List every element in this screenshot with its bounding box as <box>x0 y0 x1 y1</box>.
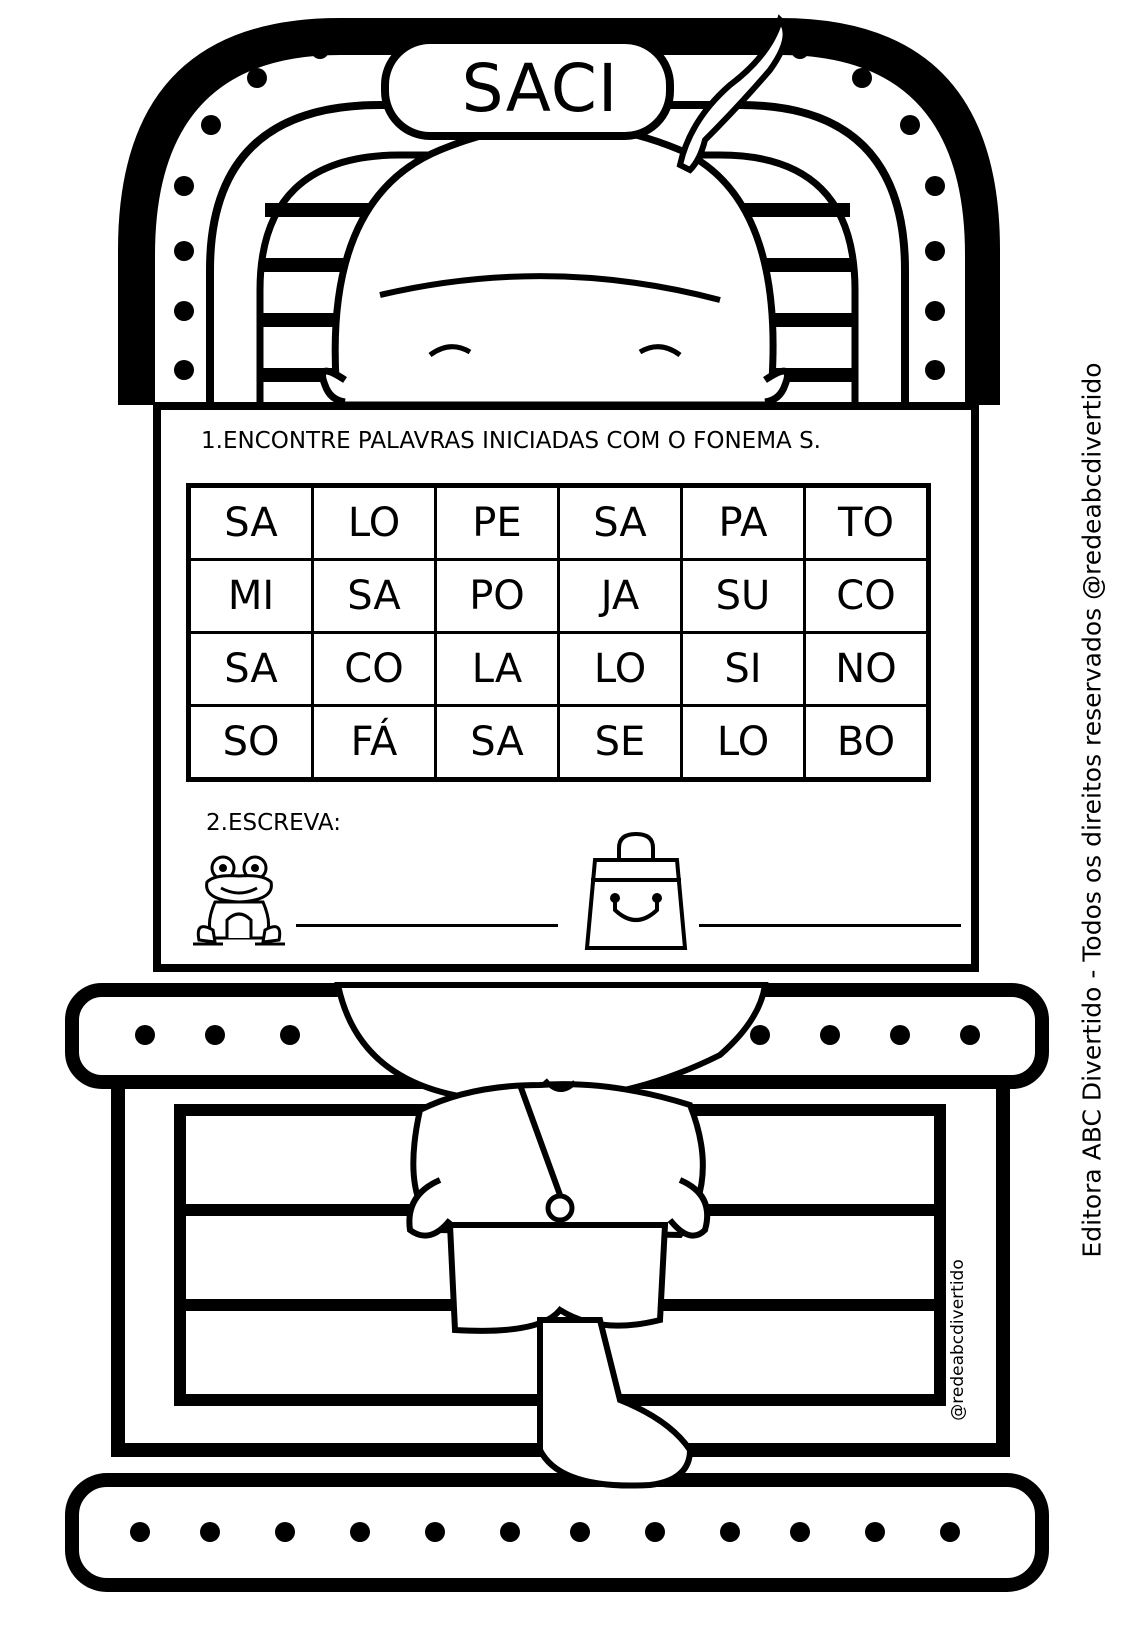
grid-cell[interactable]: PE <box>434 484 560 561</box>
syllable-grid: SA LO PE SA PA TO MI SA PO JA SU CO SA C… <box>186 483 931 782</box>
grid-cell[interactable]: SA <box>187 631 314 707</box>
saci-cap-tail <box>676 14 789 174</box>
grid-cell[interactable]: LO <box>557 631 683 707</box>
shopping-bag-icon <box>584 831 688 950</box>
grid-cell[interactable]: LO <box>311 484 437 561</box>
page-title: SACI <box>461 49 619 127</box>
instruction-write: 2.ESCREVA: <box>206 810 341 836</box>
grid-cell[interactable]: LO <box>680 704 806 781</box>
outer-arch <box>118 18 1000 405</box>
saci-body <box>334 982 769 1489</box>
instruction-find-words: 1.ENCONTRE PALAVRAS INICIADAS COM O FONE… <box>201 428 821 454</box>
grid-cell[interactable]: FÁ <box>311 704 437 781</box>
activity-card: 1.ENCONTRE PALAVRAS INICIADAS COM O FONE… <box>153 402 979 972</box>
grid-cell[interactable]: SA <box>434 704 560 781</box>
grid-cell[interactable]: SU <box>680 558 806 634</box>
grid-row: SA LO PE SA PA TO <box>187 484 930 561</box>
grid-cell[interactable]: SE <box>557 704 683 781</box>
grid-cell[interactable]: JA <box>557 558 683 634</box>
grid-cell[interactable]: LA <box>434 631 560 707</box>
grid-cell[interactable]: BO <box>803 704 930 781</box>
bottom-shelf <box>65 1473 1049 1592</box>
grid-cell[interactable]: TO <box>803 484 930 561</box>
write-line-bag[interactable] <box>699 924 961 927</box>
grid-cell[interactable]: SA <box>311 558 437 634</box>
grid-cell[interactable]: SO <box>187 704 314 781</box>
grid-cell[interactable]: MI <box>187 558 314 634</box>
copyright-credit: Editora ABC Divertido - Todos os direito… <box>1077 362 1107 1258</box>
grid-cell[interactable]: NO <box>803 631 930 707</box>
title-pill <box>381 36 674 140</box>
grid-row: MI SA PO JA SU CO <box>187 558 930 634</box>
frog-icon <box>193 855 285 946</box>
grid-cell[interactable]: CO <box>311 631 437 707</box>
grid-cell[interactable]: SI <box>680 631 806 707</box>
grid-cell[interactable]: SA <box>557 484 683 561</box>
write-line-frog[interactable] <box>296 924 558 927</box>
grid-cell[interactable]: CO <box>803 558 930 634</box>
grid-row: SO FÁ SA SE LO BO <box>187 704 930 781</box>
social-handle-credit: @redeabcdivertido <box>948 1259 968 1421</box>
grid-cell[interactable]: PA <box>680 484 806 561</box>
grid-row: SA CO LA LO SI NO <box>187 631 930 707</box>
saci-head <box>319 121 791 409</box>
grid-cell[interactable]: PO <box>434 558 560 634</box>
grid-cell[interactable]: SA <box>187 484 314 561</box>
